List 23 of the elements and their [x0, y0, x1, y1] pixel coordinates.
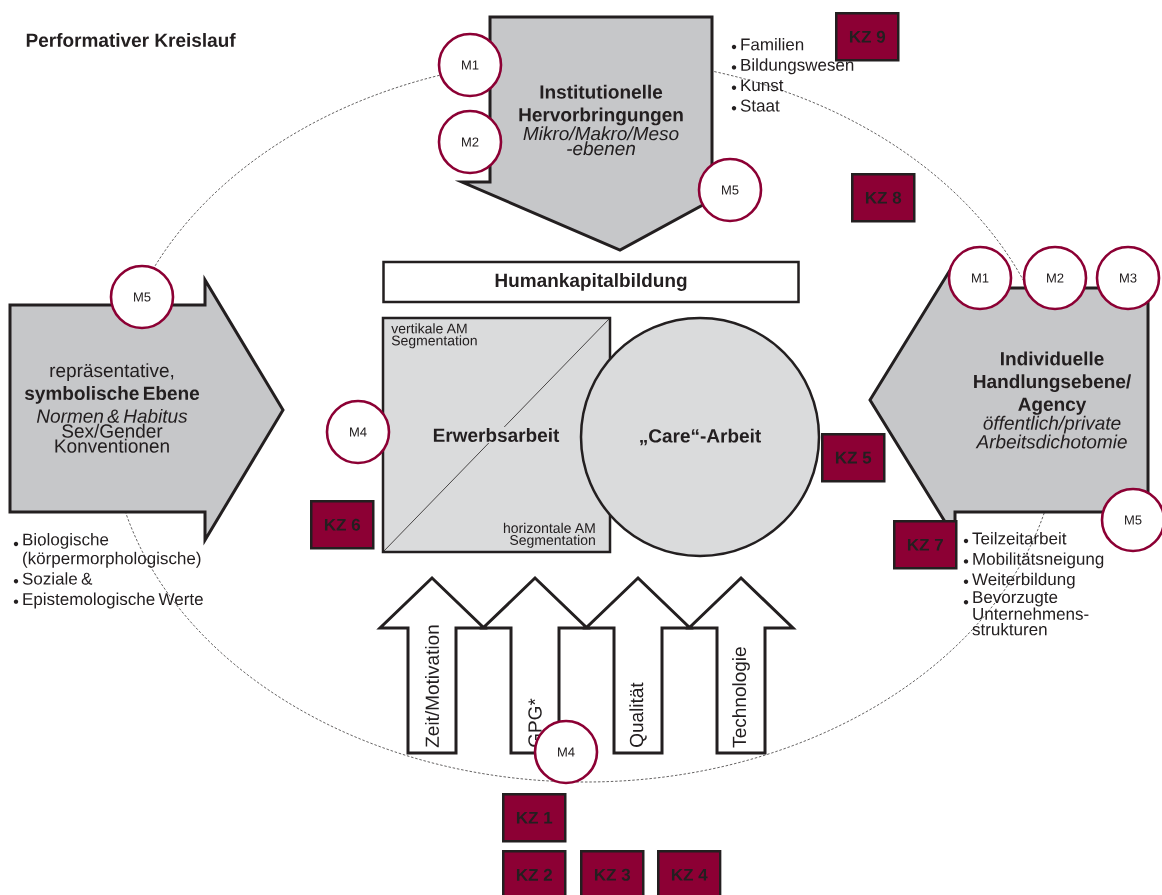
code-box: KZ 6: [310, 500, 375, 550]
node-label: M5: [1125, 515, 1142, 525]
title: Performativer Kreislauf: [26, 33, 236, 47]
code-box: KZ 8: [851, 173, 916, 223]
bullet-item: Soziale &: [22, 572, 93, 585]
code-box: KZ 1: [502, 793, 567, 843]
split-square: vertikale AM Segmentation Erwerbsarbeit horizontale AM Segmentation: [381, 316, 612, 554]
bullet-item: Bevorzugte Unternehmens-strukturen: [972, 591, 1089, 636]
bullet-item: Epistemologische Werte: [23, 592, 203, 609]
code-box: KZ 3: [580, 850, 645, 895]
bullet-item: Teilzeitarbeit: [972, 532, 1067, 545]
bullet-item: Kunst: [741, 79, 784, 92]
heading-box: Humankapitalbildung: [382, 260, 800, 304]
code-box: KZ 5: [821, 433, 886, 483]
code-box: KZ 9: [835, 12, 900, 62]
bullet-item: Mobilitätsneigung: [973, 552, 1104, 569]
code-box: KZ 7: [893, 520, 958, 570]
bullet-item: Staat: [740, 99, 780, 112]
node-label: M3: [1120, 273, 1137, 283]
bullet-item: Weiterbildung: [972, 572, 1075, 589]
code-box: KZ 2: [502, 850, 567, 895]
code-box: KZ 4: [657, 850, 722, 895]
bullet-item: Familien: [741, 37, 804, 51]
